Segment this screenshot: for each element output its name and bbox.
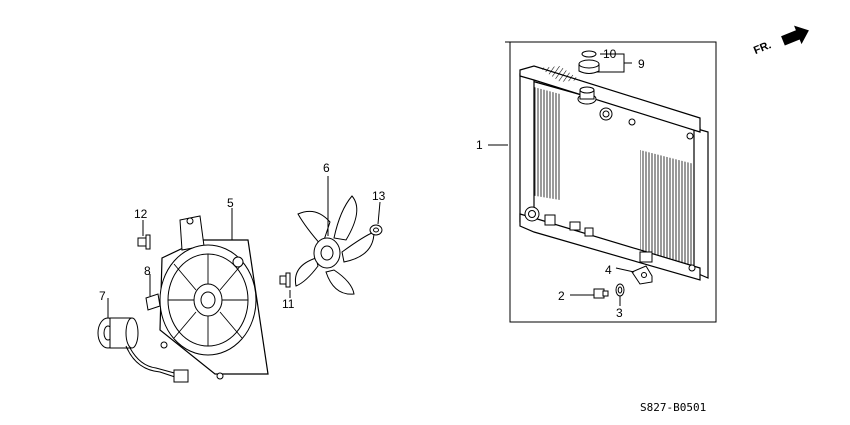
- leader-lines: [107, 53, 635, 318]
- radiator-right-tank: [693, 127, 709, 279]
- direction-label: FR.: [752, 39, 773, 57]
- radiator-assembly: [505, 41, 717, 323]
- cooling-fan: [294, 195, 375, 295]
- part-code: S827-B0501: [640, 401, 706, 414]
- radiator-top-tank: [519, 65, 701, 133]
- callout-10: 10: [603, 47, 617, 61]
- drain-plug-group: [593, 283, 625, 299]
- callout-8: 8: [144, 264, 151, 278]
- callout-4: 4: [605, 263, 612, 277]
- callout-11: 11: [282, 297, 295, 311]
- callout-6: 6: [323, 161, 330, 175]
- callout-13: 13: [372, 189, 386, 203]
- callout-7: 7: [99, 289, 106, 303]
- motor-harness: [129, 347, 179, 375]
- radiator-cap-group: [578, 50, 600, 74]
- fan-shroud: [159, 215, 269, 380]
- front-direction-indicator: FR.: [752, 25, 809, 57]
- fan-motor: [97, 317, 189, 383]
- callouts: 1 2 3 4 5 6 7 8 9 10 11 12 13: [99, 47, 645, 320]
- bolt-11: [279, 272, 291, 288]
- arrow-right-icon: [781, 25, 809, 46]
- callout-2: 2: [558, 289, 565, 303]
- shroud-hub: [193, 283, 223, 317]
- bolt-12: [137, 234, 151, 250]
- radiator-left-tank: [519, 73, 535, 229]
- motor-connector: [173, 369, 189, 383]
- callout-3: 3: [616, 306, 623, 320]
- radiator-cap-seal: [581, 50, 597, 58]
- callout-1: 1: [476, 138, 483, 152]
- radiator-bracket: [631, 265, 653, 285]
- clip-8: [145, 293, 161, 311]
- callout-12: 12: [134, 207, 148, 221]
- assembly-frame: [505, 41, 717, 323]
- nut-13: [369, 224, 383, 236]
- callout-9: 9: [638, 57, 645, 71]
- callout-5: 5: [227, 196, 234, 210]
